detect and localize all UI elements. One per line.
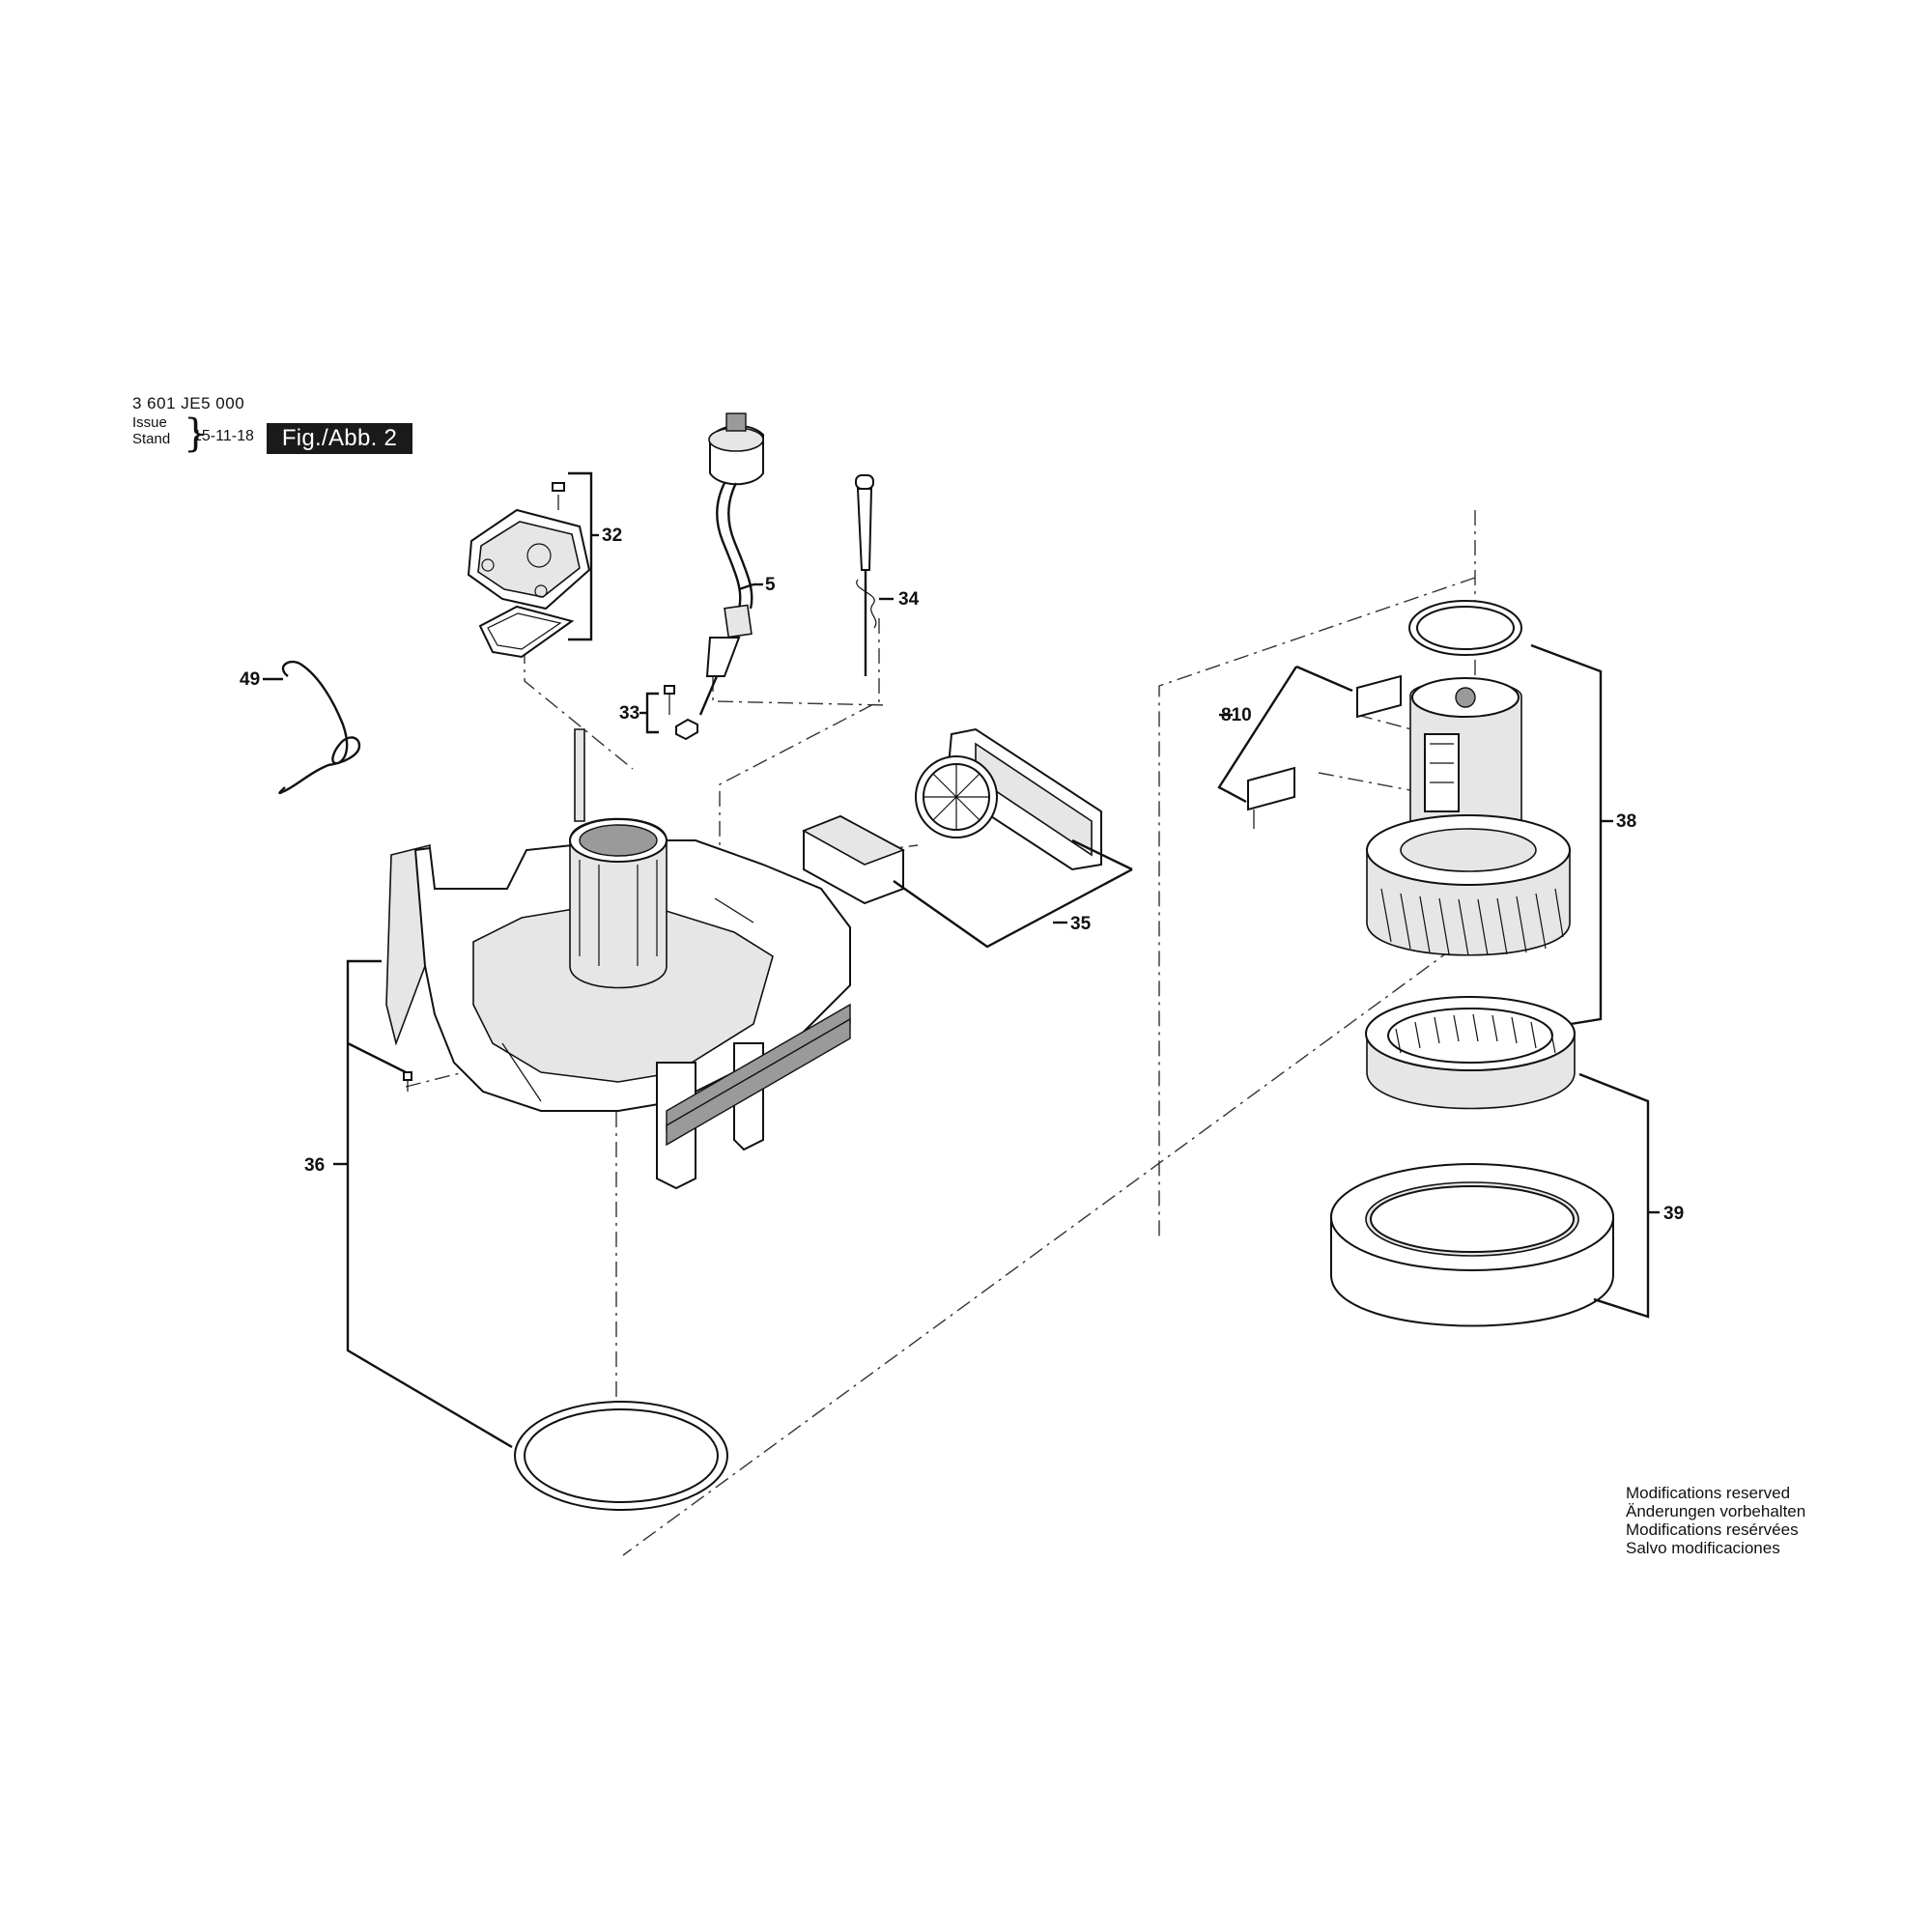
modifications-notice: Modifications reserved Änderungen vorbeh…: [1626, 1484, 1805, 1557]
callout-49: 49: [240, 669, 260, 690]
stand-label: Stand: [132, 431, 171, 447]
part-36-housing: [333, 728, 851, 1449]
callout-36: 36: [304, 1155, 325, 1176]
part-5-cable: [698, 412, 764, 716]
part-35-control: [802, 727, 1133, 949]
brace-icon: }: [184, 412, 209, 456]
notice-es: Salvo modificaciones: [1626, 1539, 1780, 1557]
callout-38: 38: [1616, 811, 1636, 832]
callout-33: 33: [619, 703, 639, 724]
callout-35: 35: [1070, 914, 1092, 934]
notice-fr: Modifications resérvées: [1626, 1520, 1799, 1539]
callout-39: 39: [1663, 1204, 1684, 1224]
callout-32: 32: [602, 526, 622, 546]
figure-badge: Fig./Abb. 2: [267, 423, 412, 454]
issue-date: 15-11-18: [193, 428, 254, 444]
part-33-clamp: [639, 685, 698, 741]
issue-stand-labels: Issue Stand: [132, 414, 170, 447]
callout-5: 5: [765, 575, 776, 595]
part-38-motor: [1217, 600, 1613, 1031]
issue-label: Issue: [132, 414, 167, 431]
part-49-spring: [263, 660, 361, 795]
part-39-impeller: [1330, 996, 1660, 1327]
bottom-seal-ring: [514, 1401, 728, 1511]
part-32-cover: [467, 471, 599, 659]
notice-de: Änderungen vorbehalten: [1626, 1502, 1806, 1520]
notice-en: Modifications reserved: [1626, 1484, 1791, 1502]
part-34-rod: [855, 474, 894, 676]
callout-34: 34: [898, 589, 920, 610]
part-number: 3 601 JE5 000: [132, 394, 245, 412]
callout-810: 810: [1221, 705, 1252, 725]
